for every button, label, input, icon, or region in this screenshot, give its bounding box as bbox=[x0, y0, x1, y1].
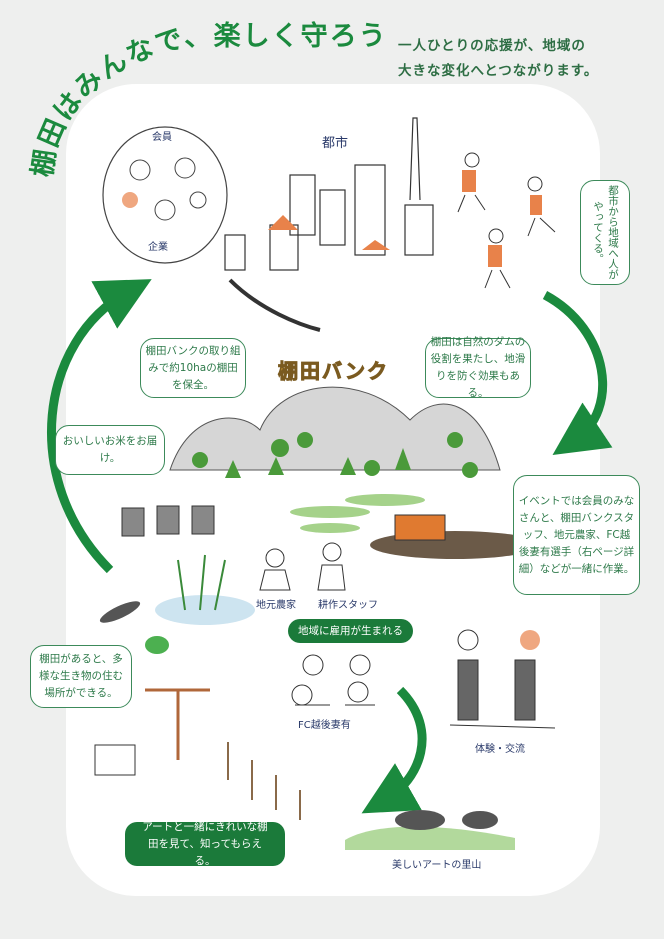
brand-logo-text: 棚田バンク bbox=[278, 359, 389, 384]
bubble-art: アートと一緒にきれいな棚田を見て、知ってもらえる。 bbox=[125, 821, 285, 867]
arrow-left-up bbox=[47, 279, 152, 574]
mountains bbox=[169, 386, 501, 471]
label-companies: 企業 bbox=[148, 242, 168, 253]
badge-employment: 地域に雇用が生まれる bbox=[288, 619, 413, 643]
bubble-rice: おいしいお米をお届け。 bbox=[55, 425, 165, 475]
label-members: 会員 bbox=[152, 132, 172, 143]
bubble-dam: 棚田は自然のダムの役割を果たし、地滑りを防ぐ効果もある。 bbox=[425, 336, 531, 399]
content-panel bbox=[66, 84, 600, 896]
bubble-event: イベントでは会員のみなさんと、棚田バンクスタッフ、地元農家、FC越後妻有選手（右… bbox=[513, 475, 640, 595]
subtitle: 一人ひとりの応援が、地域の 大きな変化へとつながります。 bbox=[398, 34, 598, 84]
label-city: 都市 bbox=[322, 136, 349, 151]
bubble-conserve: 棚田バンクの取り組みで約10haの棚田を保全。 bbox=[140, 338, 246, 398]
city-buildings bbox=[224, 117, 434, 332]
arrow-bottom bbox=[361, 686, 427, 814]
label-farming-staff: 耕作スタッフ bbox=[318, 600, 378, 611]
label-art-satoyama: 美しいアートの里山 bbox=[392, 860, 482, 871]
arrow-right-down bbox=[542, 291, 613, 456]
label-local-farmer: 地元農家 bbox=[256, 600, 296, 611]
label-experience: 体験・交流 bbox=[475, 744, 525, 755]
bubble-city-to-region: 都市から地域へ人がやってくる。 bbox=[580, 180, 630, 285]
subtitle-line: 一人ひとりの応援が、地域の bbox=[398, 38, 586, 54]
subtitle-line: 大きな変化へとつながります。 bbox=[398, 63, 599, 79]
label-fc: FC越後妻有 bbox=[298, 720, 351, 731]
page-title: 棚田はみんなで、楽しく守ろう！ bbox=[0, 0, 388, 179]
bubble-biodiversity: 棚田があると、多様な生き物の住む場所ができる。 bbox=[30, 645, 132, 708]
tractor bbox=[394, 514, 446, 541]
members-cloud bbox=[102, 126, 228, 264]
